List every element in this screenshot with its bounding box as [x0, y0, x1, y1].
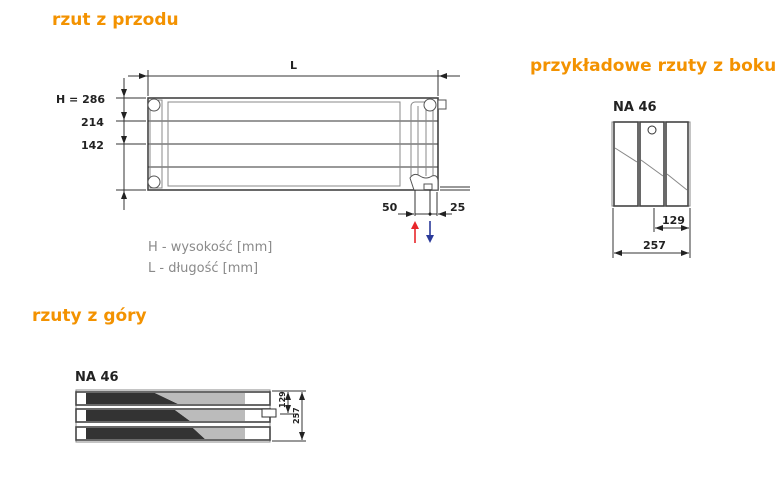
heading-side-view: przykładowe rzuty z boku [530, 56, 777, 76]
legend-length: L - długość [mm] [148, 261, 259, 276]
legend-height: H - wysokość [mm] [148, 240, 273, 255]
heading-top-view: rzuty z góry [32, 306, 147, 326]
heading-front-view: rzut z przodu [52, 10, 179, 30]
dim-50: 50 [382, 201, 398, 214]
return-arrow-icon [426, 221, 434, 243]
height-label-214: 214 [81, 116, 104, 129]
top-dim-257: 257 [292, 407, 301, 424]
valve-icon [261, 408, 277, 418]
height-label-142: 142 [81, 139, 104, 152]
length-label: L [290, 59, 297, 72]
side-view-drawing: NA 46 129 257 [611, 100, 691, 258]
valve-icon [647, 125, 657, 135]
top-view-drawing: NA 46 129 257 [75, 370, 306, 443]
side-view-model: NA 46 [613, 100, 657, 115]
side-dim-129: 129 [662, 214, 685, 227]
front-view-drawing: L H = 286 214 142 50 [56, 59, 470, 243]
valve-icon [437, 99, 447, 110]
top-dim-129: 129 [278, 391, 287, 408]
side-dim-257: 257 [643, 239, 666, 252]
dim-25: 25 [450, 201, 465, 214]
top-view-model: NA 46 [75, 370, 119, 385]
supply-arrow-icon [411, 221, 419, 243]
height-label-286: H = 286 [56, 93, 105, 106]
